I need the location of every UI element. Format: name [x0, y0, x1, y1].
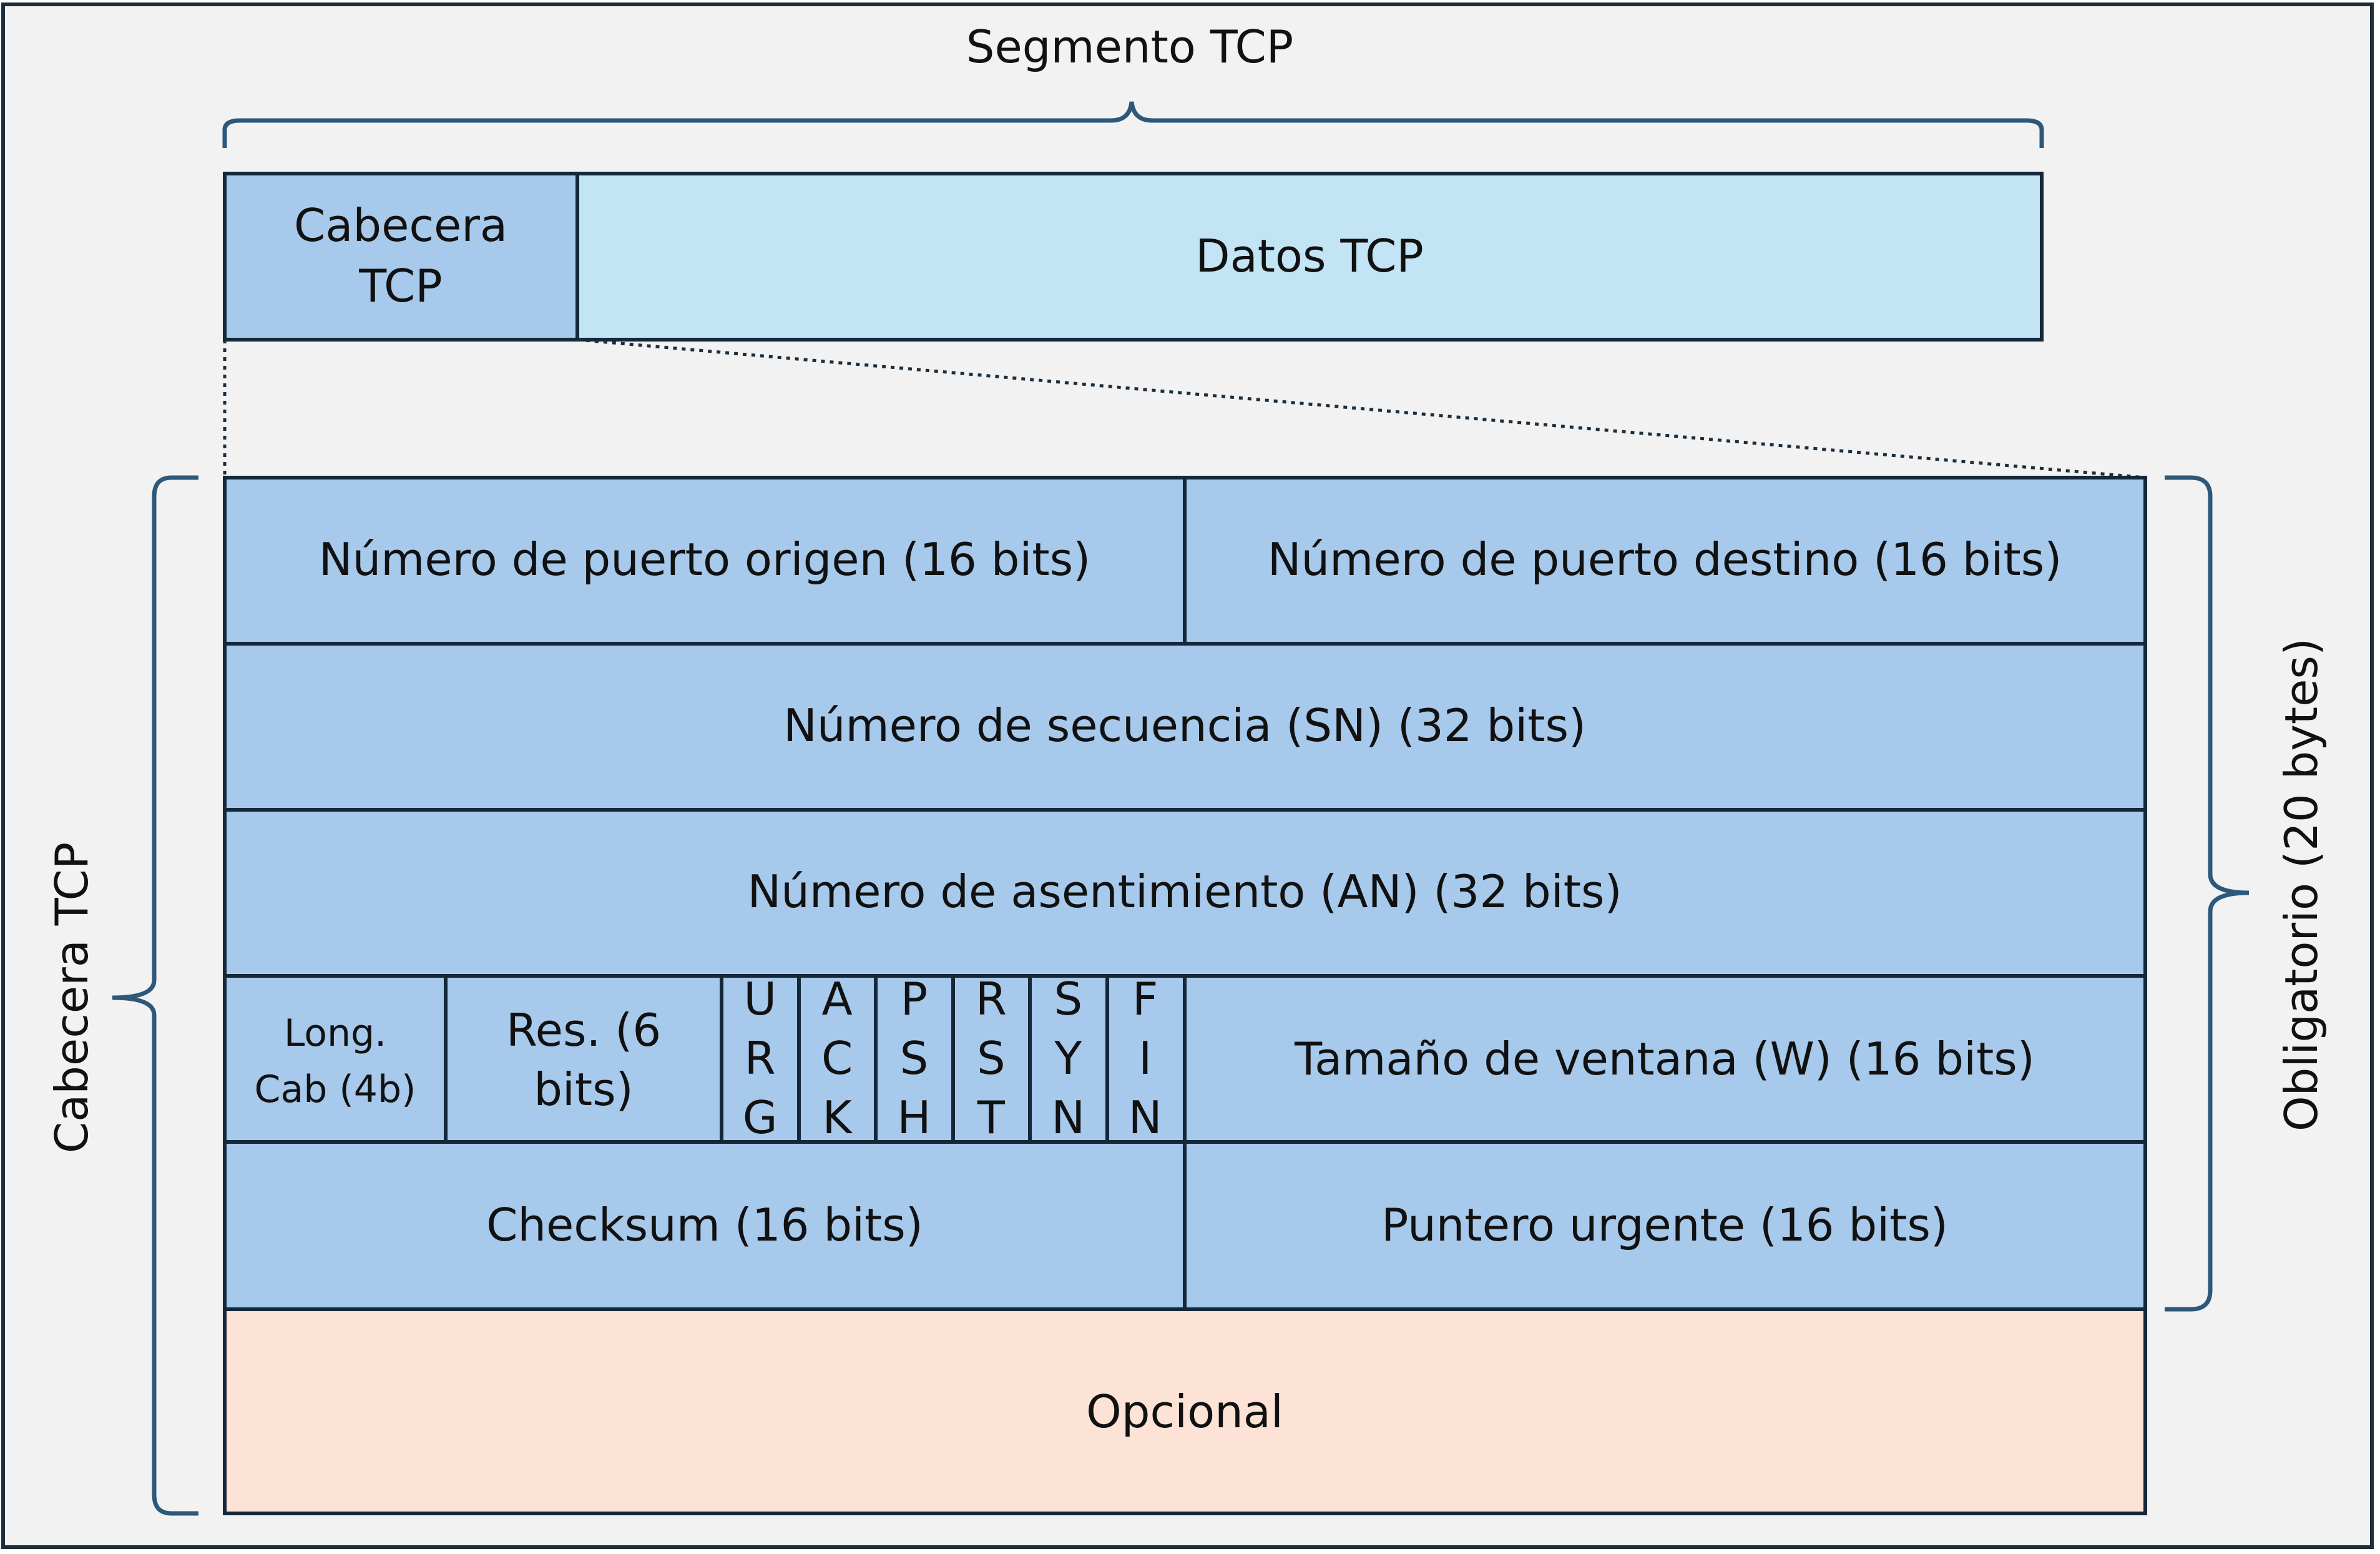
zoom-line-right: [577, 338, 2146, 479]
flag-letter: I: [1139, 1032, 1152, 1084]
flag-letter: H: [897, 1091, 931, 1144]
diagram-title: Segmento TCP: [966, 21, 1293, 73]
segment-data-block: [575, 172, 2044, 342]
flag-letter: S: [1054, 973, 1082, 1025]
dst-port-field: Número de puerto destino (16 bits): [1268, 533, 2062, 586]
flag-letter: R: [745, 1032, 776, 1084]
segment-header-label-line2: TCP: [358, 260, 442, 312]
header-length-line2: Cab (4b): [255, 1068, 416, 1111]
reserved-line2: bits): [534, 1063, 634, 1116]
header-length-line1: Long.: [284, 1011, 386, 1055]
flag-letter: K: [822, 1091, 853, 1144]
flag-letter: N: [1051, 1091, 1085, 1144]
flag-letter: G: [743, 1091, 778, 1144]
flag-letter: A: [821, 973, 852, 1025]
checksum-field: Checksum (16 bits): [486, 1199, 923, 1251]
flag-letter: N: [1129, 1091, 1162, 1144]
segment-header-label-line1: Cabecera: [294, 199, 507, 252]
flag-letter: S: [900, 1032, 929, 1084]
header-brace: [112, 475, 198, 1516]
segment-brace: [222, 101, 2044, 148]
flag-letter: F: [1132, 973, 1158, 1025]
flag-letter: U: [743, 973, 776, 1025]
sequence-number-field: Número de secuencia (SN) (32 bits): [783, 699, 1586, 752]
flag-letter: R: [976, 973, 1007, 1025]
flag-letter: T: [977, 1091, 1006, 1144]
mandatory-brace-label: Obligatorio (20 bytes): [2275, 638, 2328, 1131]
window-size-field: Tamaño de ventana (W) (16 bits): [1294, 1033, 2035, 1085]
flag-letter: P: [901, 973, 928, 1025]
src-port-field: Número de puerto origen (16 bits): [319, 533, 1090, 586]
flag-letter: Y: [1054, 1032, 1082, 1084]
ack-number-field: Número de asentimiento (AN) (32 bits): [747, 865, 1622, 918]
header-column-lines: [444, 478, 1187, 1309]
optional-field: Opcional: [1086, 1385, 1283, 1438]
mandatory-brace: [2165, 475, 2250, 1312]
flag-letter: S: [977, 1032, 1006, 1084]
segment-header-block: [223, 172, 579, 342]
urgent-pointer-field: Puntero urgente (16 bits): [1381, 1199, 1948, 1251]
header-brace-label: Cabecera TCP: [46, 842, 98, 1153]
optional-area: [225, 1309, 2145, 1513]
segment-data-label: Datos TCP: [1195, 230, 1424, 282]
reserved-line1: Res. (6: [506, 1004, 661, 1056]
flag-letter: C: [821, 1032, 853, 1084]
